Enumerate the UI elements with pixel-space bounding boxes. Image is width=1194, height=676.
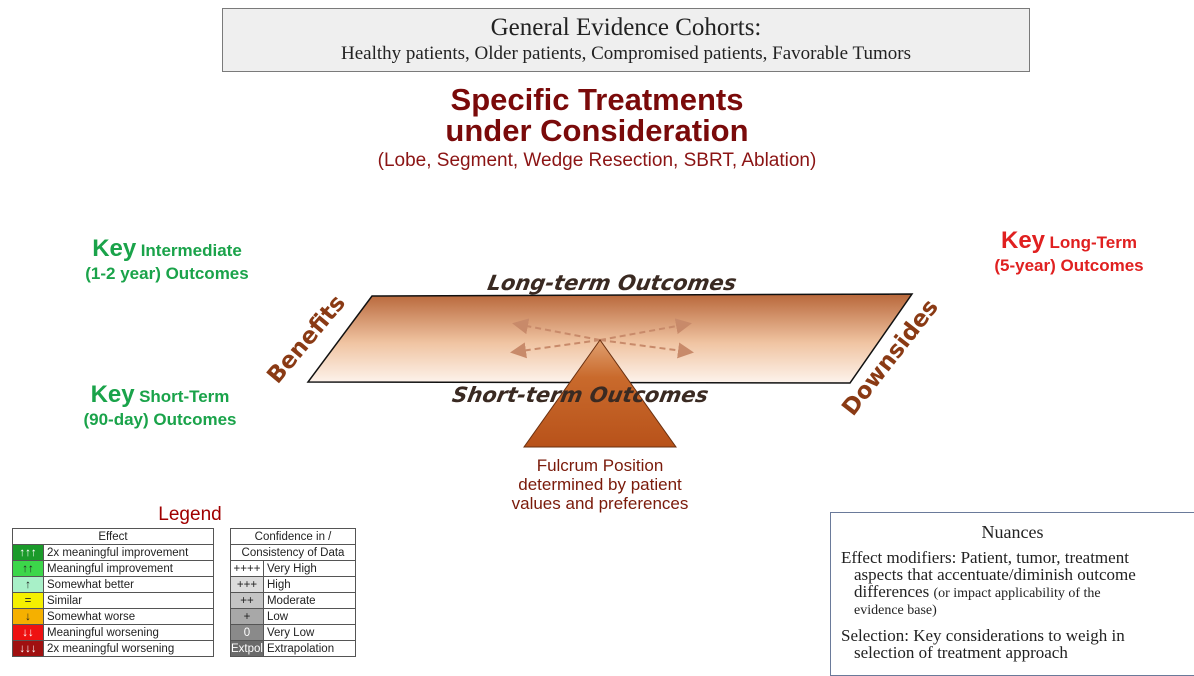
confidence-header-row: Consistency of Data — [230, 544, 356, 561]
confidence-symbol: Extpol — [230, 640, 264, 657]
key-short-label1: Short-Term — [139, 387, 230, 406]
confidence-legend-table: Confidence in / Consistency of Data ++++… — [230, 528, 357, 657]
fulcrum-line1: Fulcrum Position — [536, 456, 664, 475]
confidence-label: Extrapolation — [262, 640, 357, 657]
short-term-outcomes-label: Short-term Outcomes — [450, 382, 710, 407]
treatments-title: Specific Treatments under Consideration — [300, 84, 894, 146]
key-long-key: Key — [1001, 227, 1046, 254]
effect-symbol: ↑↑↑ — [12, 544, 44, 561]
effect-header: Effect — [12, 528, 214, 545]
effect-symbol: ↓ — [12, 608, 44, 625]
effect-label: Meaningful improvement — [43, 560, 214, 577]
key-short-key: Key — [90, 381, 135, 408]
confidence-row: 0 Very Low — [230, 624, 357, 641]
confidence-label: High — [262, 576, 357, 593]
confidence-header-line1: Confidence in / — [230, 528, 356, 545]
effect-symbol: = — [12, 592, 44, 609]
effect-row: ↓ Somewhat worse — [12, 608, 214, 625]
effect-label: 2x meaningful improvement — [43, 544, 214, 561]
key-long-label1: Long-Term — [1049, 233, 1137, 252]
confidence-row: +++ High — [230, 576, 357, 593]
effect-row: ↑↑ Meaningful improvement — [12, 560, 214, 577]
confidence-symbol: 0 — [230, 624, 264, 641]
confidence-label: Low — [262, 608, 357, 625]
confidence-symbol: + — [230, 608, 264, 625]
effect-label: 2x meaningful worsening — [43, 640, 214, 657]
effect-modifiers-note2: evidence base) — [854, 603, 937, 618]
effect-header-row: Effect — [12, 528, 214, 545]
fulcrum-line2: determined by patient — [518, 475, 682, 494]
legend-title: Legend — [158, 504, 222, 525]
confidence-symbol: +++ — [230, 576, 264, 593]
effect-row: ↑↑↑ 2x meaningful improvement — [12, 544, 214, 561]
treatments-subtitle: (Lobe, Segment, Wedge Resection, SBRT, A… — [377, 150, 817, 171]
long-term-outcomes-label: Long-term Outcomes — [486, 270, 739, 295]
effect-legend-table: Effect ↑↑↑ 2x meaningful improvement ↑↑ … — [12, 528, 214, 657]
nuances-box: Nuances Effect modifiers: Patient, tumor… — [830, 512, 1194, 676]
key-short-label: Key Short-Term (90-day) Outcomes — [50, 381, 270, 431]
confidence-row: + Low — [230, 608, 357, 625]
effect-symbol: ↑ — [12, 576, 44, 593]
effect-symbol: ↓↓ — [12, 624, 44, 641]
scale-arrows — [510, 318, 694, 359]
key-short-label2: (90-day) Outcomes — [83, 410, 237, 429]
cohort-subtitle: Healthy patients, Older patients, Compro… — [341, 43, 911, 64]
fulcrum-line3: values and preferences — [511, 494, 689, 513]
selection-line1: Selection: Key considerations to weigh i… — [841, 626, 1125, 645]
effect-row: ↓↓ Meaningful worsening — [12, 624, 214, 641]
confidence-label: Moderate — [262, 592, 357, 609]
key-intermediate-label2: (1-2 year) Outcomes — [85, 264, 249, 283]
cohort-title: General Evidence Cohorts: — [490, 14, 762, 41]
selection-text: Selection: Key considerations to weigh i… — [831, 627, 1194, 661]
confidence-row: ++++ Very High — [230, 560, 357, 577]
key-long-label2: (5-year) Outcomes — [994, 256, 1144, 275]
fulcrum-caption: Fulcrum Position determined by patient v… — [490, 456, 710, 513]
key-intermediate-label1: Intermediate — [140, 241, 242, 260]
confidence-header-row: Confidence in / — [230, 528, 356, 545]
treatments-title-line2: under Consideration — [445, 113, 749, 148]
key-intermediate-label: Key Intermediate (1-2 year) Outcomes — [62, 235, 272, 285]
effect-modifiers-line1: Effect modifiers: Patient, tumor, treatm… — [841, 548, 1129, 567]
key-long-label: Key Long-Term (5-year) Outcomes — [964, 227, 1174, 277]
effect-label: Meaningful worsening — [43, 624, 214, 641]
treatments-title-line1: Specific Treatments — [450, 82, 744, 117]
effect-label: Somewhat worse — [43, 608, 214, 625]
effect-label: Somewhat better — [43, 576, 214, 593]
confidence-label: Very High — [262, 560, 357, 577]
effect-row: ↓↓↓ 2x meaningful worsening — [12, 640, 214, 657]
effect-label: Similar — [43, 592, 214, 609]
effect-symbol: ↓↓↓ — [12, 640, 44, 657]
confidence-row: Extpol Extrapolation — [230, 640, 357, 657]
fulcrum-triangle — [523, 339, 677, 448]
confidence-row: ++ Moderate — [230, 592, 357, 609]
confidence-label: Very Low — [262, 624, 357, 641]
effect-row: ↑ Somewhat better — [12, 576, 214, 593]
confidence-symbol: ++ — [230, 592, 264, 609]
key-intermediate-key: Key — [92, 235, 137, 262]
effect-modifiers-text: Effect modifiers: Patient, tumor, treatm… — [831, 549, 1194, 619]
effect-modifiers-note1: (or impact applicability of the — [933, 586, 1101, 601]
selection-line2: selection of treatment approach — [854, 643, 1068, 662]
confidence-symbol: ++++ — [230, 560, 264, 577]
nuances-title: Nuances — [981, 522, 1044, 542]
effect-symbol: ↑↑ — [12, 560, 44, 577]
cohort-box: General Evidence Cohorts: Healthy patien… — [222, 8, 1030, 72]
effect-modifiers-line3: differences — [854, 582, 930, 601]
effect-modifiers-line2: aspects that accentuate/diminish outcome — [854, 565, 1136, 584]
effect-row: = Similar — [12, 592, 214, 609]
confidence-header-line2: Consistency of Data — [230, 544, 356, 561]
